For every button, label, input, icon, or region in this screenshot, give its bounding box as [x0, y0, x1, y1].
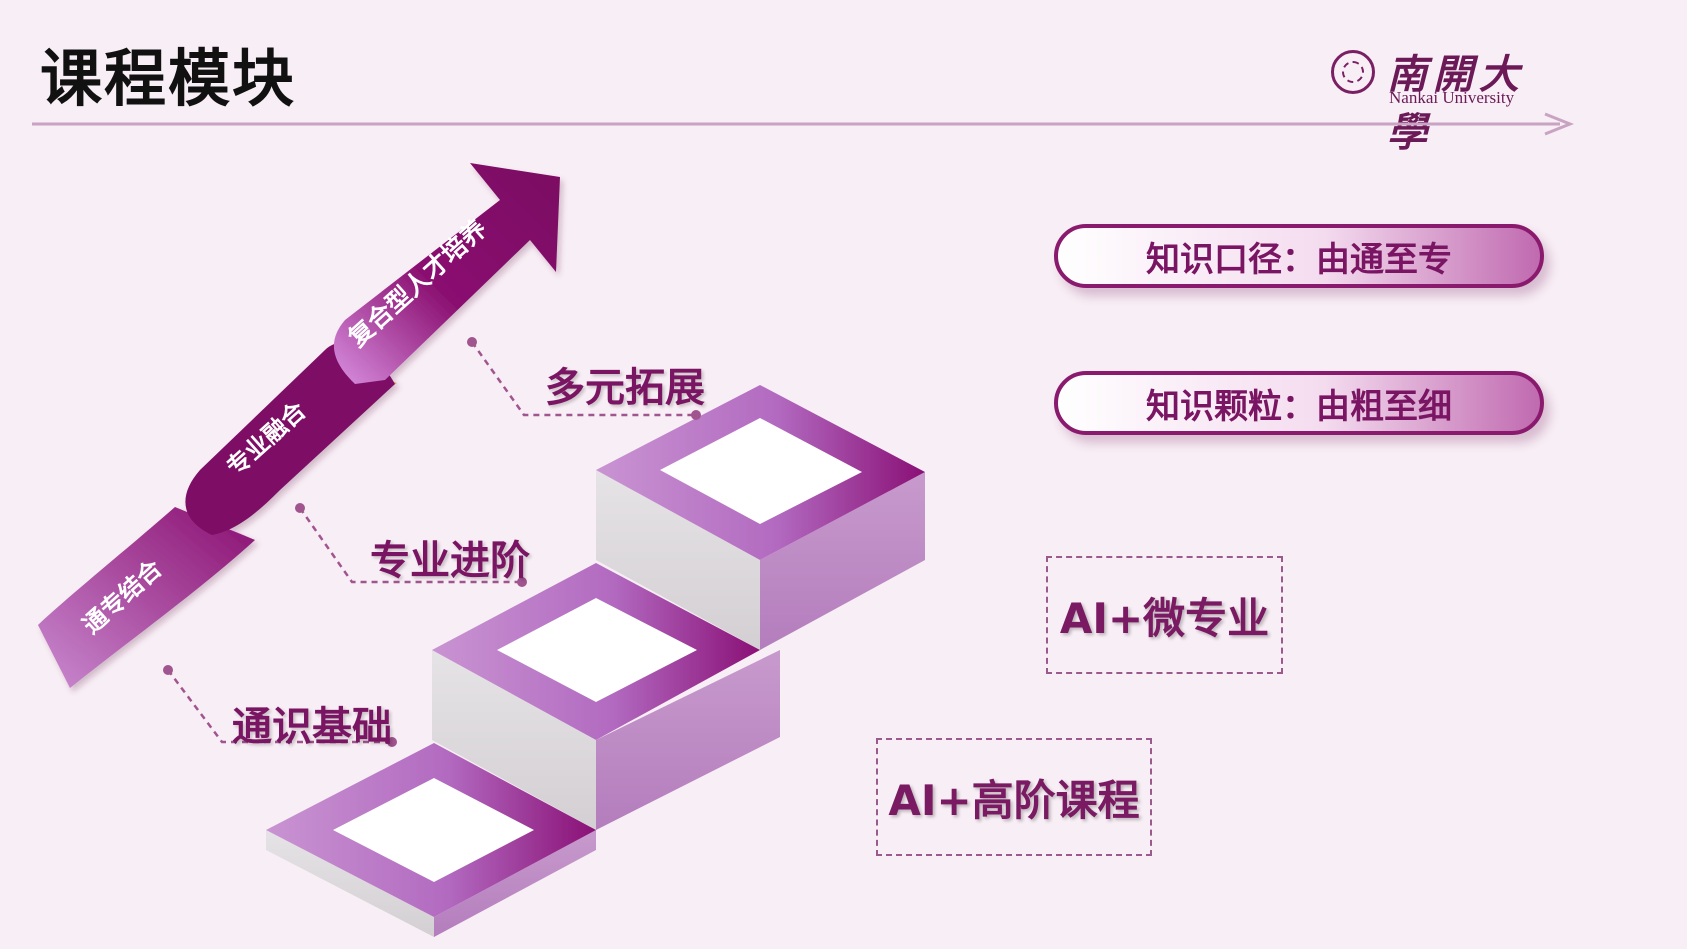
riser-top-side: [760, 472, 925, 650]
step-label-advanced: 专业进阶: [370, 538, 530, 584]
riser-middle-front: [432, 650, 596, 830]
leader-dot-1-end: [387, 737, 397, 747]
step-label-foundation: 通识基础: [232, 704, 392, 750]
seal-icon: [1331, 50, 1375, 94]
riser-top-front: [596, 470, 760, 650]
step-top-panel: [660, 418, 862, 524]
university-logo: 南開大學 Nankai University: [1325, 40, 1555, 156]
leader-step-1: [167, 669, 392, 744]
pill-knowledge-scope: 知识口径：由通至专: [1054, 224, 1544, 288]
arrow-segment-lower: [38, 507, 255, 688]
pill-knowledge-granularity: 知识颗粒：由粗至细: [1054, 371, 1544, 435]
riser-bottom-side: [434, 830, 596, 937]
leader-step-3: [470, 341, 696, 417]
arrow-segment-middle: [185, 342, 395, 535]
step-leaders: [167, 341, 696, 744]
box-ai-micro-major: AI+微专业: [1046, 556, 1283, 674]
header-rule-arrowhead: [1544, 112, 1575, 136]
leader-dot-2-start: [295, 503, 305, 513]
leader-dot-3-start: [467, 337, 477, 347]
staircase: [266, 385, 925, 937]
leader-dots: [163, 337, 701, 747]
logo-english: Nankai University: [1389, 88, 1515, 107]
leader-dot-1-start: [163, 665, 173, 675]
box-ai-advanced-course: AI+高阶课程: [876, 738, 1152, 856]
step-bottom-panel: [333, 778, 534, 882]
leader-dot-2-end: [517, 577, 527, 587]
leader-dot-3-end: [691, 410, 701, 420]
logo-chinese: 南開大學: [1387, 51, 1525, 156]
page-title: 课程模块: [40, 42, 297, 115]
leader-step-2: [298, 507, 522, 584]
step-middle-panel: [497, 598, 697, 702]
growth-arrow: 通专结合 专业融合 复合型人才培养: [38, 163, 560, 688]
riser-middle-side: [596, 650, 780, 830]
step-label-expansion: 多元拓展: [545, 365, 705, 411]
arrow-segment-upper: [333, 163, 560, 384]
riser-bottom-front: [266, 830, 434, 937]
